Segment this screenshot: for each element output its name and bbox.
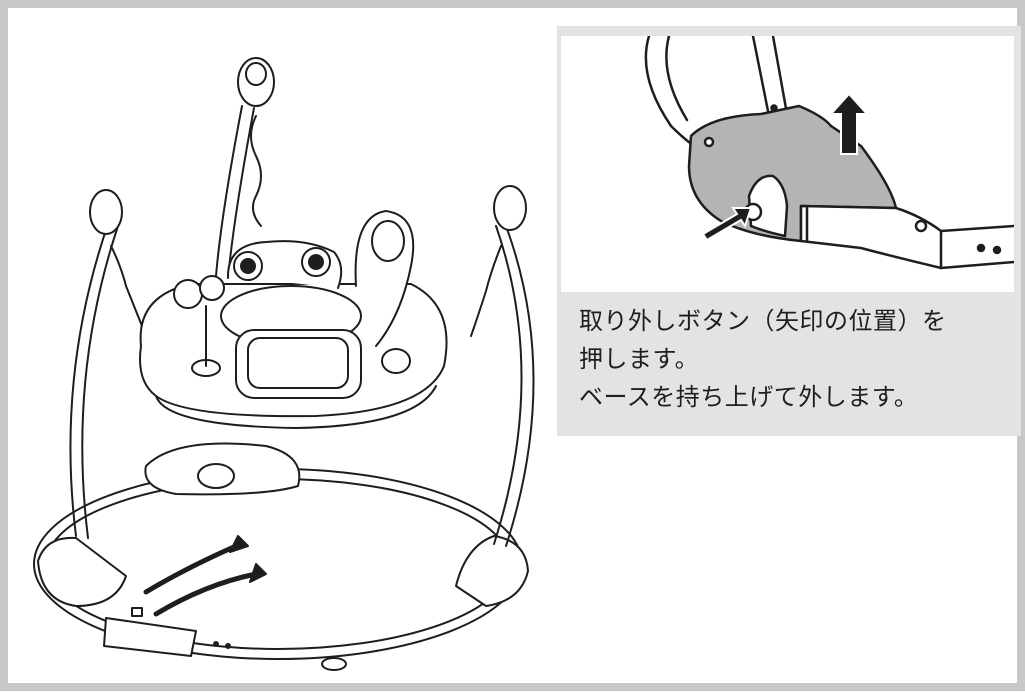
instruction-line-2: 押します。 bbox=[579, 345, 700, 373]
release-button-closeup bbox=[561, 36, 1014, 292]
instruction-line-1: 取り外しボタン（矢印の位置）を bbox=[579, 307, 947, 335]
instruction-line-3: ベースを持ち上げて外します。 bbox=[579, 383, 919, 411]
jumper-illustration bbox=[33, 57, 535, 671]
detail-panel: 取り外しボタン（矢印の位置）を 押します。 ベースを持ち上げて外します。 bbox=[557, 26, 1021, 436]
push-arrow-icon bbox=[701, 207, 753, 242]
instruction-text: 取り外しボタン（矢印の位置）を 押します。 ベースを持ち上げて外します。 bbox=[579, 302, 1015, 416]
up-arrow-icon bbox=[828, 92, 870, 155]
